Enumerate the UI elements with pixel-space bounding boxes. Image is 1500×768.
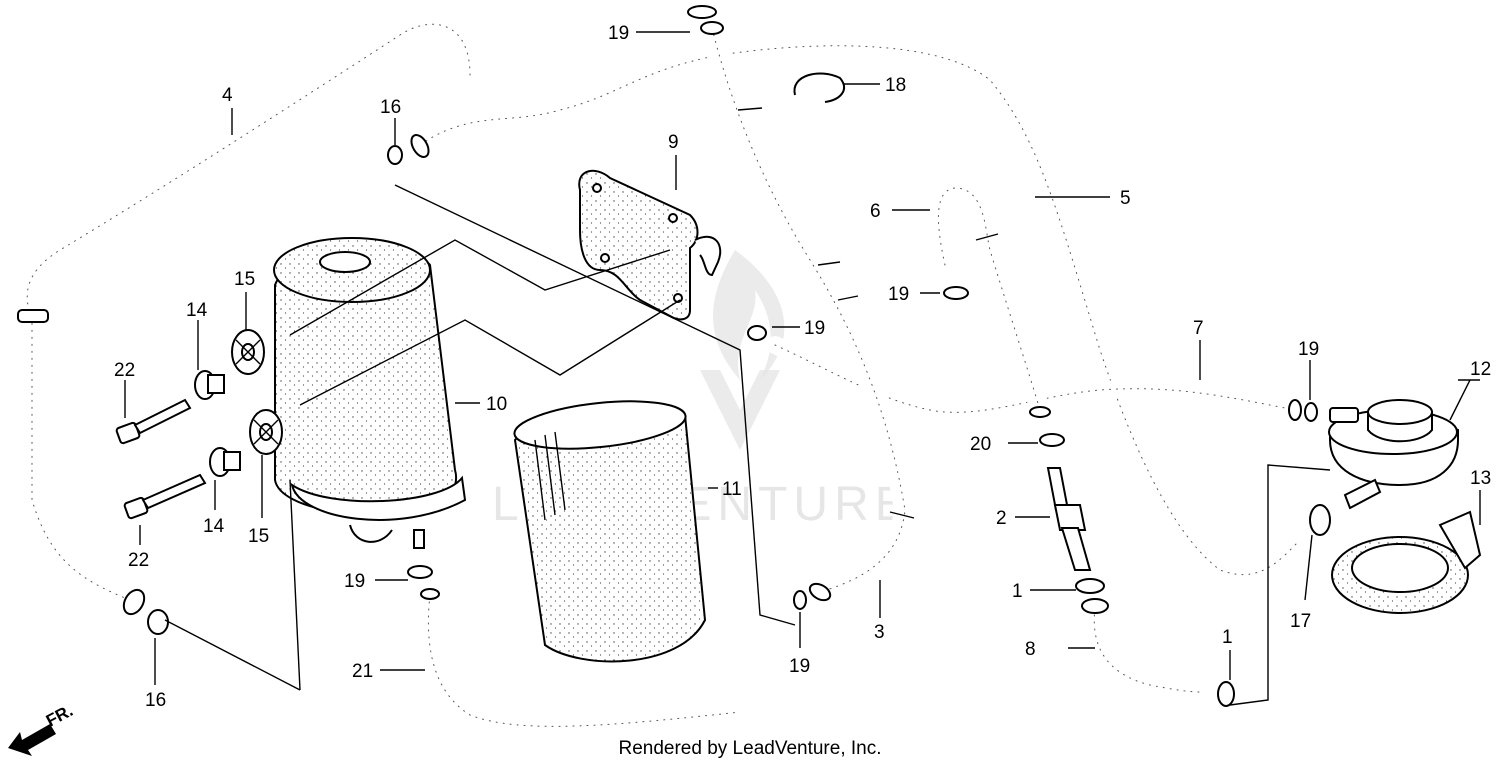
- washer-14-upper[interactable]: [194, 370, 225, 400]
- callout-20: 20: [970, 434, 991, 455]
- callout-11: 11: [722, 479, 742, 500]
- callout-6: 6: [870, 201, 881, 222]
- clip-1-lower[interactable]: [1217, 681, 1235, 707]
- callout-15-upper: 15: [234, 269, 255, 290]
- callout-5: 5: [1120, 188, 1131, 209]
- callout-8: 8: [1025, 639, 1036, 660]
- clip-17[interactable]: [1309, 504, 1331, 536]
- callout-2: 2: [996, 508, 1007, 529]
- callout-22-lower: 22: [128, 550, 149, 571]
- footer-credit: Rendered by LeadVenture, Inc.: [618, 738, 882, 759]
- valve-12[interactable]: [1328, 399, 1459, 510]
- callout-3: 3: [874, 622, 885, 643]
- hose-6[interactable]: [928, 178, 1051, 420]
- leader-lines: [124, 31, 1481, 685]
- cover-11[interactable]: [512, 394, 707, 663]
- callout-19-right: 19: [1298, 339, 1319, 360]
- clip-16-bottom[interactable]: [147, 609, 169, 635]
- clip-19-canister[interactable]: [407, 565, 433, 579]
- clip-19-top[interactable]: [687, 5, 717, 19]
- hose-3[interactable]: [700, 17, 916, 604]
- callout-16-bottom: 16: [145, 690, 166, 711]
- hose-5-end: [410, 134, 430, 158]
- callout-19-canister: 19: [344, 571, 365, 592]
- callout-19-mid: 19: [888, 284, 909, 305]
- hose-21-end: [420, 588, 440, 600]
- clip-20[interactable]: [1039, 433, 1065, 447]
- callout-9: 9: [668, 132, 679, 153]
- callout-14-upper: 14: [186, 300, 208, 321]
- callout-17: 17: [1290, 611, 1311, 632]
- callout-19-left: 19: [804, 318, 825, 339]
- hose-6-end: [1029, 406, 1051, 418]
- callout-15-lower: 15: [248, 526, 269, 547]
- grommet-15-lower[interactable]: [249, 409, 283, 455]
- callout-18: 18: [885, 75, 906, 96]
- hose-3-bottom-end: [808, 582, 832, 602]
- hose-4[interactable]: [15, 12, 482, 618]
- clip-19-mid[interactable]: [943, 286, 969, 300]
- canister-10[interactable]: [273, 170, 467, 549]
- callout-7: 7: [1193, 318, 1204, 339]
- grommet-15-upper[interactable]: [231, 329, 265, 375]
- hose-7[interactable]: [766, 336, 1304, 422]
- hose-21[interactable]: [419, 586, 749, 736]
- callout-4: 4: [222, 85, 233, 106]
- washer-14-lower[interactable]: [209, 447, 241, 477]
- hose-4-end: [122, 588, 146, 616]
- callout-12: 12: [1470, 359, 1491, 380]
- bolt-22-upper[interactable]: [115, 398, 192, 445]
- callout-16-top: 16: [380, 97, 401, 118]
- hose-7-end: [1288, 399, 1302, 421]
- clip-19-right[interactable]: [1304, 402, 1318, 422]
- hose-8-end: [1081, 598, 1109, 614]
- clip-18[interactable]: [793, 72, 845, 103]
- callout-13: 13: [1470, 468, 1491, 489]
- clip-19-lower[interactable]: [793, 590, 807, 610]
- clamp-13[interactable]: [1331, 510, 1482, 614]
- callouts: 4 16 16 15 15 14 14 22 22 10 9 11 19 19 …: [114, 23, 1491, 711]
- callout-1-lower: 1: [1222, 627, 1233, 648]
- joint-2[interactable]: [1046, 467, 1092, 571]
- callout-14-lower: 14: [203, 516, 225, 537]
- clip-16-top[interactable]: [387, 145, 403, 165]
- hose-4-collar: [17, 309, 49, 323]
- callout-10: 10: [486, 394, 507, 415]
- callout-21: 21: [352, 661, 373, 682]
- bracket-9[interactable]: [578, 169, 722, 321]
- hose-8[interactable]: [1081, 597, 1211, 703]
- callout-19-top: 19: [608, 23, 629, 44]
- clip-1-upper[interactable]: [1075, 578, 1105, 594]
- hose-5[interactable]: [408, 34, 1311, 586]
- clip-19-left[interactable]: [747, 325, 767, 341]
- callout-22-upper: 22: [114, 360, 135, 381]
- bolt-22-lower[interactable]: [123, 473, 207, 520]
- hose-3-top-end: [700, 21, 724, 35]
- callout-1-upper: 1: [1012, 581, 1023, 602]
- callout-19-lower: 19: [789, 656, 810, 677]
- alignment-lines: [164, 184, 1331, 706]
